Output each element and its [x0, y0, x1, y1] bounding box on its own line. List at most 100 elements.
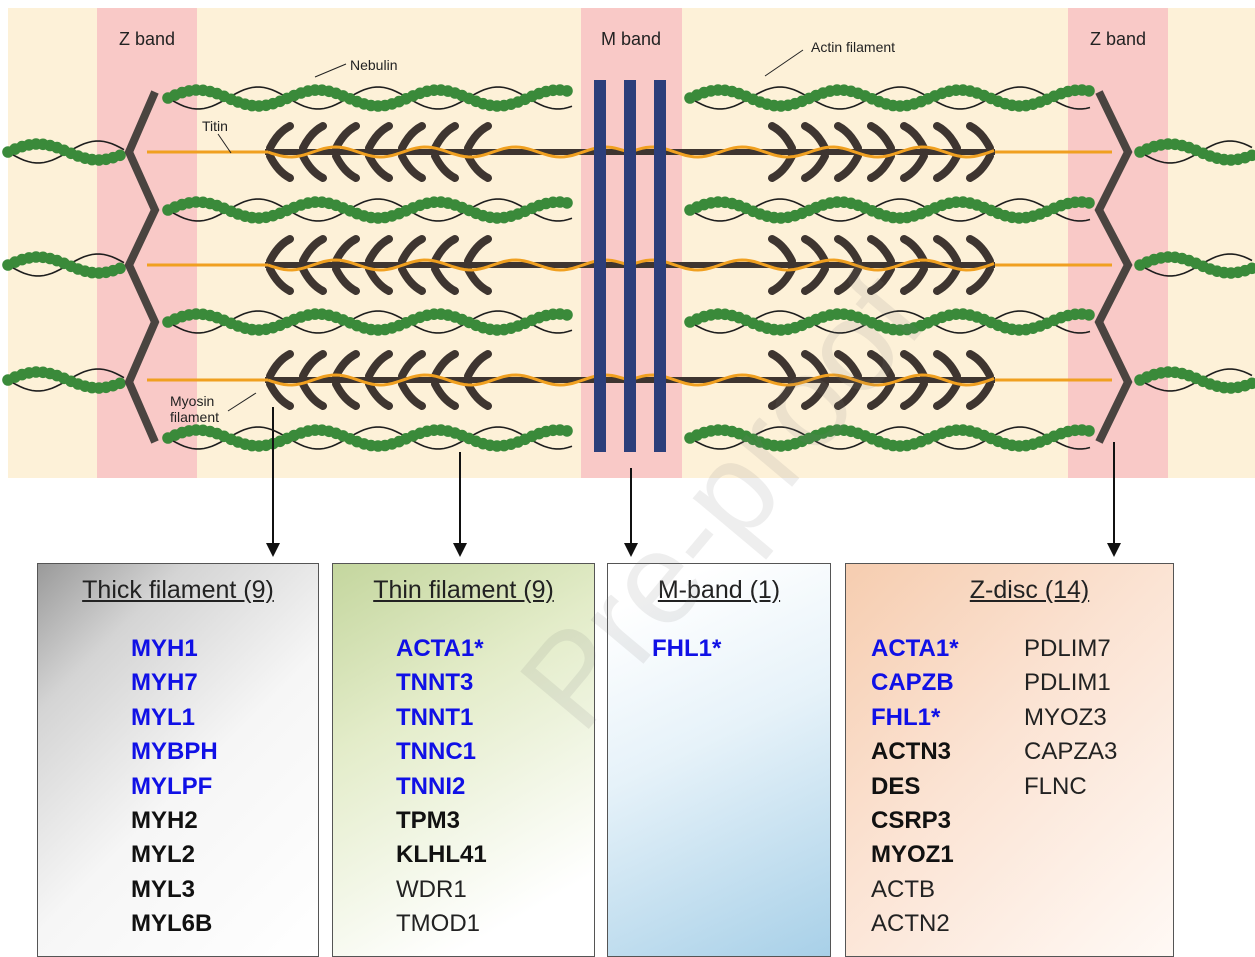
myosin-head	[768, 235, 796, 265]
arrow-thick-head	[266, 543, 280, 557]
gene-label: TPM3	[396, 806, 461, 834]
titin-strand	[629, 373, 995, 387]
actin-strand	[689, 310, 1091, 334]
myosin-head	[332, 380, 360, 410]
myosin-head	[867, 235, 895, 265]
gene-label: MYL3	[131, 875, 196, 903]
m-band-gene-list: FHL1*	[652, 632, 721, 666]
myosin-head	[398, 265, 426, 295]
thin-filament-title: Thin filament (9)	[373, 576, 554, 604]
myosin-head	[431, 380, 459, 410]
myosin-head	[365, 152, 393, 182]
gene-label: ACTN3	[871, 738, 952, 766]
z-disc-right	[1094, 90, 1133, 444]
myosin-head	[966, 235, 994, 265]
m-band-box: M-band (1) FHL1*	[607, 563, 831, 957]
myosin-head	[464, 350, 492, 380]
myosin-head	[834, 122, 862, 152]
gene-label: MYLPF	[131, 772, 213, 800]
gene-label: TNNT3	[396, 669, 474, 697]
myosin-head	[431, 152, 459, 182]
myosin-head	[464, 235, 492, 265]
myosin-head	[801, 122, 829, 152]
m-line-bar	[624, 80, 636, 452]
titin-strand	[629, 258, 995, 272]
myosin-head	[365, 235, 393, 265]
gene-label: FHL1*	[652, 635, 722, 662]
gene-label: TNNC1	[396, 738, 477, 766]
actin-strand	[689, 198, 1091, 222]
myosin-head	[801, 380, 829, 410]
actin-leader	[764, 49, 804, 77]
myosin-head	[332, 265, 360, 295]
actin-bead	[1083, 197, 1095, 209]
gene-label: MYOZ1	[871, 841, 954, 869]
myosin-head	[834, 350, 862, 380]
myosin-head	[801, 350, 829, 380]
m-band-label: M band	[601, 29, 661, 49]
titin-filaments	[147, 145, 1112, 387]
myosin-head	[332, 350, 360, 380]
myosin-head	[266, 235, 294, 265]
arrows	[266, 407, 1121, 557]
gene-label: KLHL41	[396, 841, 487, 869]
myosin-head	[431, 350, 459, 380]
actin-bead	[114, 377, 126, 390]
myosin-filament-label-line1: Myosin	[170, 393, 214, 409]
myosin-head	[266, 350, 294, 380]
myosin-head	[801, 152, 829, 182]
myosin-leader	[227, 392, 257, 412]
myosin-head	[933, 152, 961, 182]
myosin-head	[933, 122, 961, 152]
myosin-head	[933, 235, 961, 265]
myosin-head	[900, 122, 928, 152]
actin-bead	[1083, 309, 1095, 321]
myosin-head	[933, 350, 961, 380]
myosin-head	[299, 350, 327, 380]
actin-bead	[1246, 262, 1255, 275]
myosin-head	[299, 122, 327, 152]
myosin-head	[464, 380, 492, 410]
gene-label: PDLIM7	[1024, 635, 1111, 662]
actin-bead	[1246, 377, 1255, 390]
myosin-head	[299, 235, 327, 265]
gene-label: TNNT1	[396, 703, 474, 731]
gene-label: CAPZB	[871, 669, 954, 697]
myosin-head	[966, 350, 994, 380]
myosin-head	[299, 265, 327, 295]
gene-label: DES	[871, 772, 921, 800]
gene-label: CAPZA3	[1024, 738, 1118, 766]
myosin-head	[431, 122, 459, 152]
myosin-head	[768, 122, 796, 152]
myosin-head	[365, 380, 393, 410]
m-line-bar	[654, 80, 666, 452]
actin-strand	[167, 426, 573, 450]
titin-strand	[267, 258, 629, 272]
actin-filament-label: Actin filament	[811, 39, 895, 55]
m-line	[594, 80, 666, 452]
myosin-head	[834, 235, 862, 265]
sarcomere-diagram: Z band M band Z band Nebulin Actin filam…	[2, 8, 1255, 557]
myosin-head	[834, 152, 862, 182]
myosin-head	[332, 235, 360, 265]
z-band-left-label: Z band	[119, 29, 175, 49]
myosin-head	[365, 265, 393, 295]
gene-label: FHL1*	[871, 703, 941, 731]
myosin-head	[867, 122, 895, 152]
myosin-head	[867, 350, 895, 380]
actin-bead	[561, 197, 573, 209]
actin-bead	[1083, 85, 1095, 97]
m-line-bar	[594, 80, 606, 452]
myosin-head	[768, 380, 796, 410]
titin-strand	[629, 145, 995, 159]
myosin-head	[966, 380, 994, 410]
titin-leader	[217, 133, 232, 154]
myosin-head	[431, 265, 459, 295]
gene-label: ACTA1*	[871, 635, 959, 662]
myosin-head	[299, 152, 327, 182]
myosin-head	[900, 152, 928, 182]
